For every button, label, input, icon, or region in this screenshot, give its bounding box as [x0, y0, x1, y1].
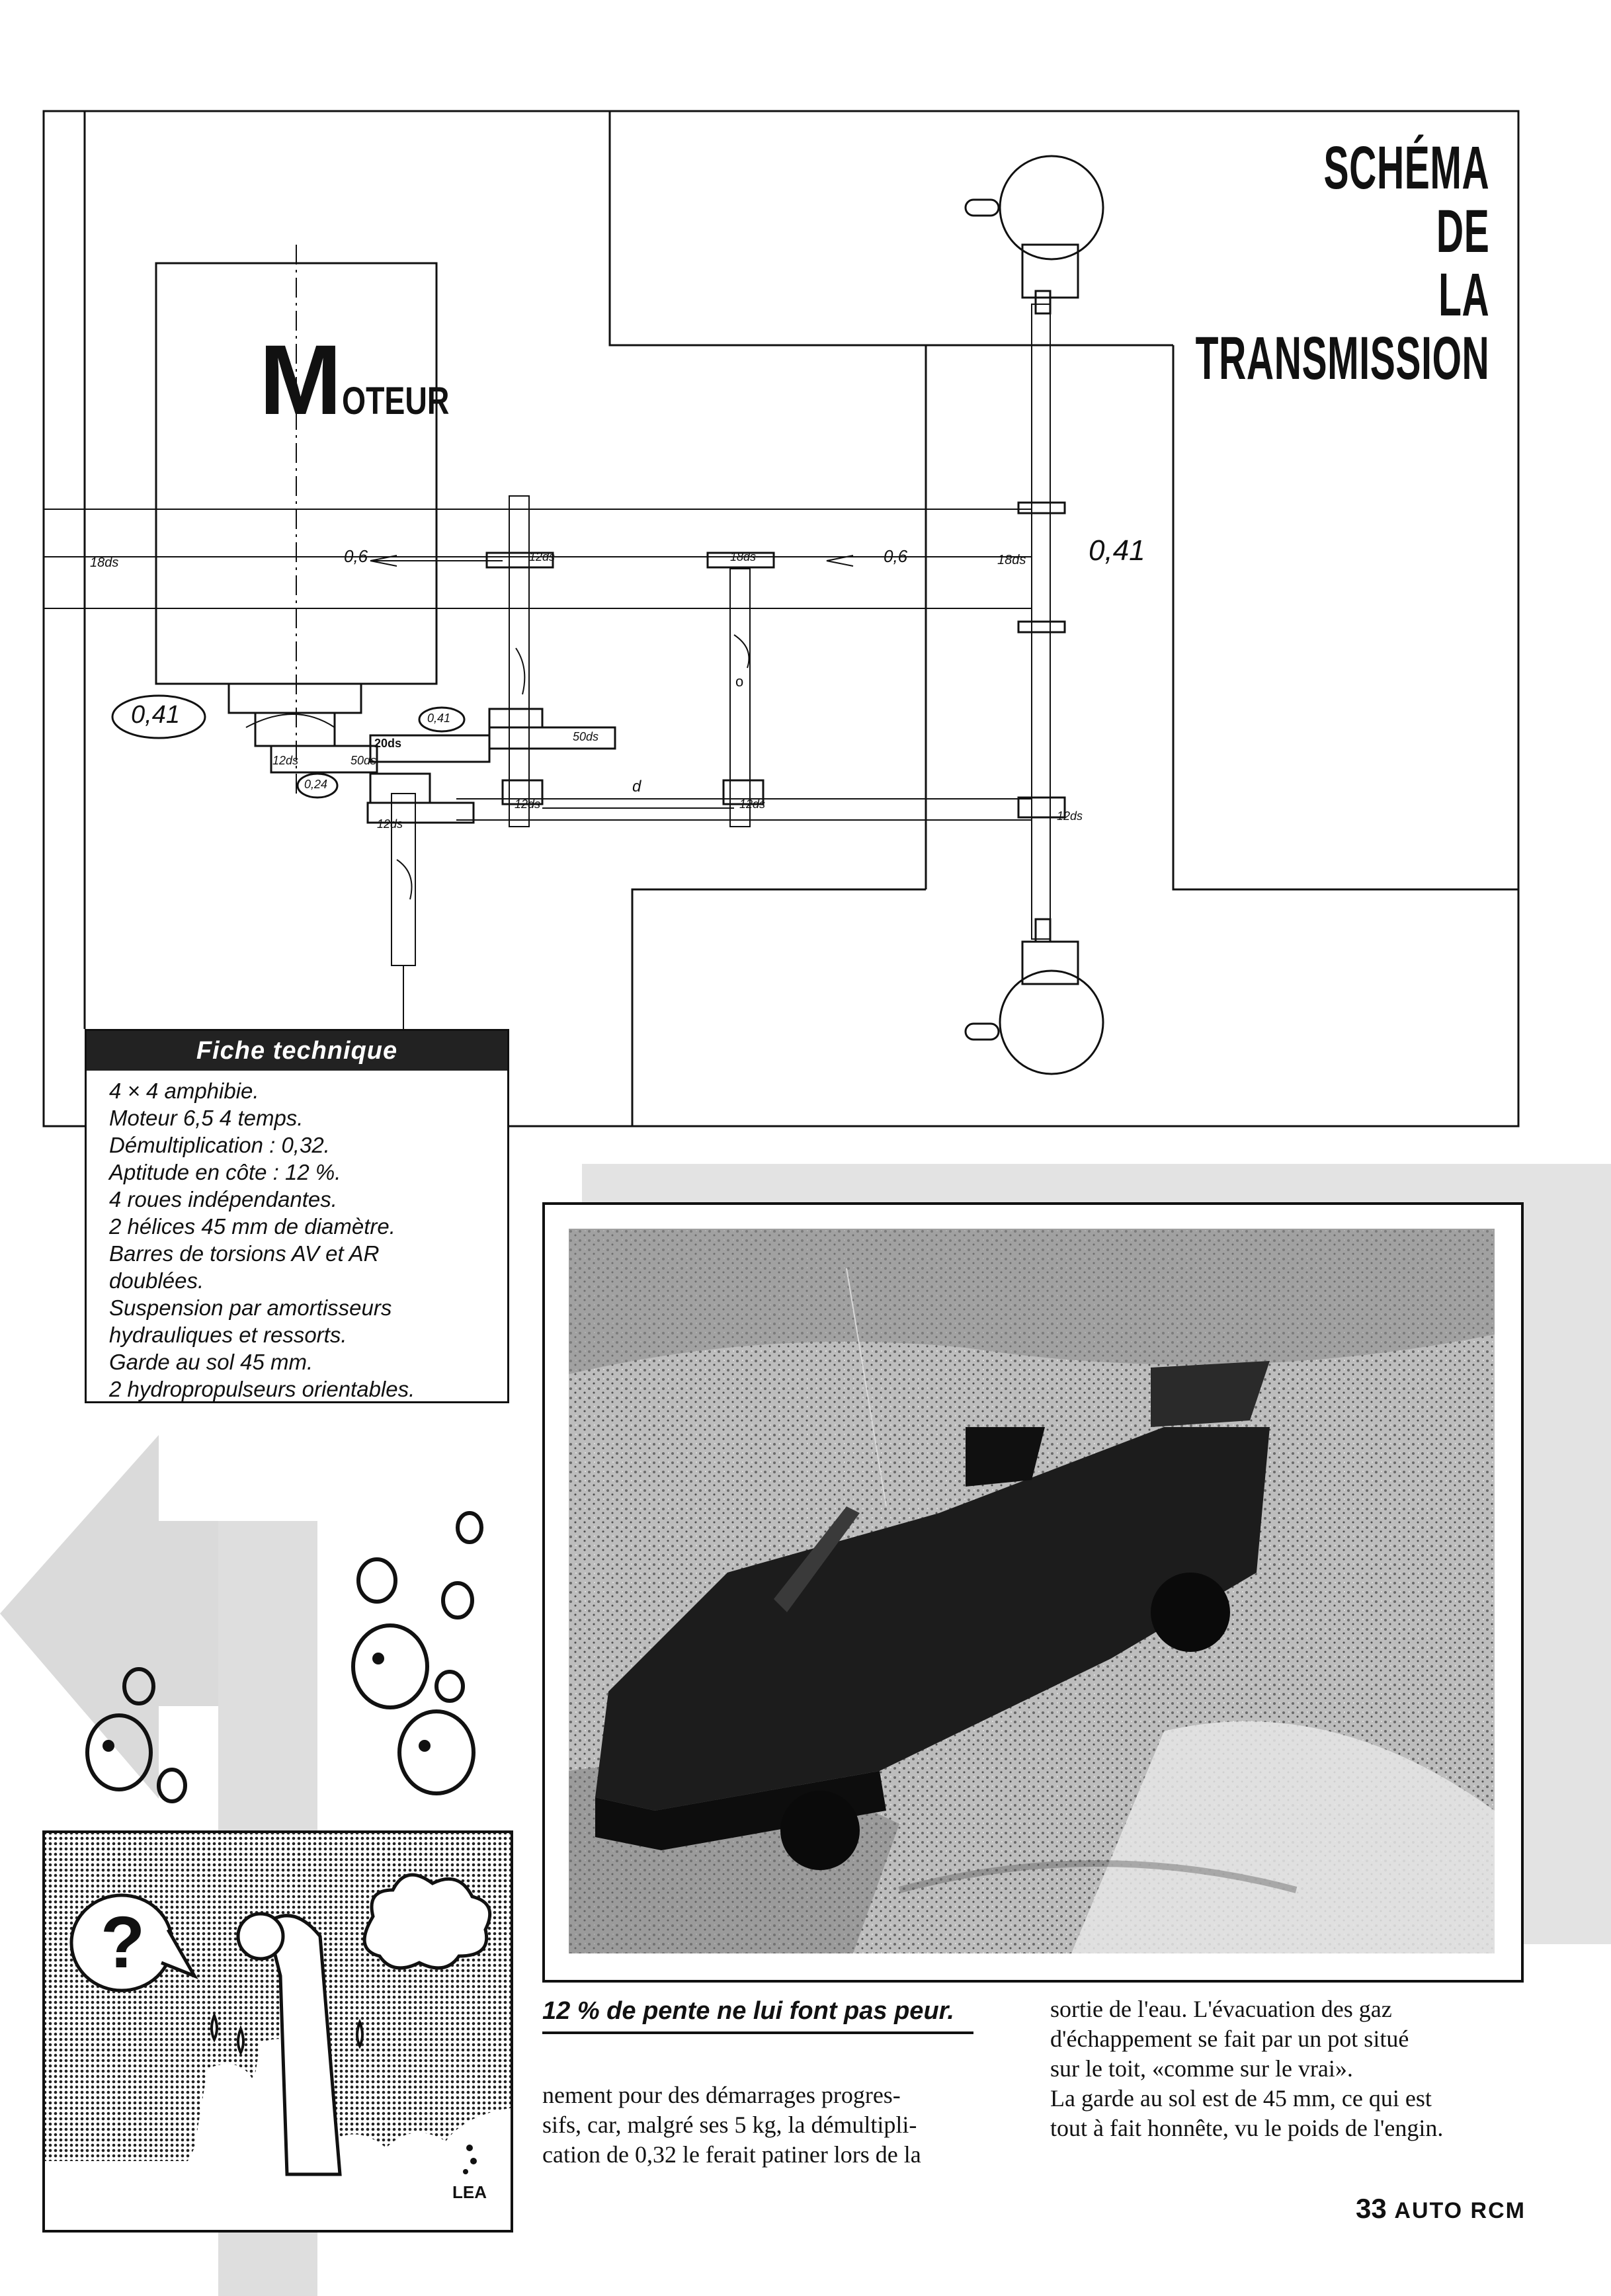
- diagram-label-ratio-right: 0,41: [1089, 534, 1145, 567]
- spec-line: Barres de torsions AV et AR: [109, 1241, 380, 1266]
- article-line: sortie de l'eau. L'évacuation des gaz: [1050, 1996, 1392, 2022]
- spec-line: 4 roues indépendantes.: [109, 1187, 337, 1211]
- rear-wheel: [999, 969, 1104, 1075]
- spec-line: Aptitude en côte : 12 %.: [109, 1160, 341, 1184]
- diagram-label-06-b: 0,6: [884, 546, 908, 566]
- page-footer: 33 AUTO RCM: [1356, 2193, 1526, 2225]
- diagram-label-teeth-12-a: 12ds: [529, 550, 556, 563]
- diagram-label-teeth-50-a: 50ds: [351, 754, 377, 767]
- photo-frame: [542, 1202, 1524, 1983]
- diagram-label-teeth-18-b: 18ds: [730, 550, 757, 563]
- photo-caption: 12 % de pente ne lui font pas peur.: [542, 1997, 954, 2025]
- schema-title-line-1: SCHÉMA: [1323, 134, 1489, 202]
- diagram-label-teeth-12-f: 12ds: [377, 817, 403, 831]
- diagram-label-06-a: 0,6: [344, 546, 368, 566]
- schema-title: SCHÉMA DE LA TRANSMISSION: [1015, 136, 1489, 390]
- spec-line: Garde au sol 45 mm.: [109, 1350, 313, 1374]
- schema-title-line-4: TRANSMISSION: [1195, 325, 1489, 392]
- diagram-label-marker-o: o: [735, 673, 744, 690]
- cartoon-drawing: [42, 1830, 513, 2233]
- diagram-label-teeth-50-b: 50ds: [573, 730, 599, 743]
- spec-sheet-lines: 4 × 4 amphibie. Moteur 6,5 4 temps. Dému…: [109, 1077, 501, 1403]
- article-column-left: nement pour des démarrages progres- sifs…: [542, 2080, 1018, 2170]
- engine-label-initial: M: [259, 324, 342, 435]
- spec-line: Suspension par amortisseurs: [109, 1295, 392, 1320]
- spec-line: Moteur 6,5 4 temps.: [109, 1106, 304, 1130]
- diagram-label-teeth-18-a: 18ds: [90, 555, 119, 570]
- diagram-label-teeth-18-c: 18ds: [997, 553, 1026, 567]
- diagram-label-marker-d: d: [632, 778, 641, 796]
- spec-line: 2 hélices 45 mm de diamètre.: [109, 1214, 395, 1239]
- diagram-label-teeth-12-c: 12ds: [515, 798, 541, 811]
- transmission-diagram: [42, 110, 1520, 1128]
- diagram-label-ratio-circle: 0,41: [131, 701, 180, 729]
- diagram-label-circle-041: 0,41: [427, 712, 451, 725]
- diagram-label-teeth-12-e: 12ds: [1057, 809, 1083, 823]
- spec-line: Démultiplication : 0,32.: [109, 1133, 330, 1157]
- article-line: cation de 0,32 le ferait patiner lors de…: [542, 2141, 921, 2168]
- spec-line: 2 hydropropulseurs orientables.: [109, 1377, 415, 1401]
- ratio-circle-041: [111, 694, 206, 739]
- diagram-label-teeth-12-d: 12ds: [739, 798, 766, 811]
- article-line: nement pour des démarrages progres-: [542, 2082, 901, 2108]
- cartoon-panel: ? LEA: [42, 1830, 513, 2233]
- page-number: 33: [1356, 2193, 1387, 2224]
- vehicle-photo: [569, 1229, 1495, 1953]
- diagram-label-teeth-20: 20ds: [374, 737, 402, 750]
- spec-sheet: Fiche technique 4 × 4 amphibie. Moteur 6…: [85, 1029, 509, 1403]
- article-line: tout à fait honnête, vu le poids de l'en…: [1050, 2115, 1444, 2141]
- bubbles-illustration: [85, 1511, 483, 1803]
- diagram-label-teeth-12-b: 12ds: [272, 754, 299, 767]
- spec-line: hydrauliques et ressorts.: [109, 1323, 347, 1347]
- engine-label-rest: OTEUR: [341, 380, 450, 423]
- schema-title-line-2: DE: [1436, 198, 1489, 265]
- amphibious-vehicle: [595, 1361, 1270, 1870]
- cartoon-question-mark: ?: [101, 1902, 145, 1983]
- article-column-right: sortie de l'eau. L'évacuation des gaz d'…: [1050, 1994, 1518, 2143]
- spec-line: doublées.: [109, 1268, 204, 1293]
- caption-underline: [542, 2031, 973, 2034]
- engine-label: MOTEUR: [259, 323, 476, 437]
- article-line: La garde au sol est de 45 mm, ce qui est: [1050, 2085, 1432, 2112]
- schema-title-line-3: LA: [1438, 261, 1489, 329]
- cartoon-signature: LEA: [452, 2182, 487, 2202]
- spec-line: 4 × 4 amphibie.: [109, 1079, 259, 1103]
- spec-sheet-title: Fiche technique: [87, 1031, 507, 1071]
- article-line: sifs, car, malgré ses 5 kg, la démultipl…: [542, 2112, 917, 2138]
- diagram-label-circle-024: 0,24: [304, 778, 328, 791]
- magazine-name: AUTO RCM: [1394, 2198, 1526, 2223]
- article-line: sur le toit, «comme sur le vrai».: [1050, 2055, 1353, 2082]
- article-line: d'échappement se fait par un pot situé: [1050, 2026, 1409, 2052]
